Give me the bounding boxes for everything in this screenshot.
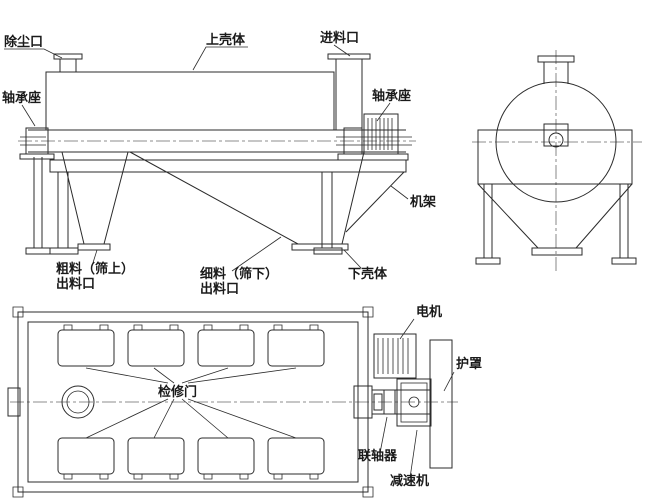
end-top-chute-walls [543, 62, 569, 84]
leader-fine-outlet [231, 236, 282, 272]
plan-outer-frame [17, 311, 369, 493]
leader-coarse-outlet [91, 249, 98, 267]
bearing-base-left [19, 153, 55, 160]
label-bearing-left: 轴承座 [2, 90, 41, 106]
motor-body-plan [373, 333, 417, 379]
left-frame-leg [57, 172, 69, 248]
inspection-door [57, 329, 115, 367]
inspection-door-leader-rays [85, 367, 297, 439]
plan-view [7, 306, 458, 498]
right-frame-leg [321, 172, 333, 248]
plan-left-bracket [7, 387, 21, 417]
label-upper-housing: 上壳体 [206, 32, 246, 48]
inspection-door [127, 329, 185, 367]
leader-dust-port [4, 48, 63, 59]
label-inspection-door: 检修门 [158, 384, 197, 400]
motor-fins-plan [377, 338, 409, 374]
door-hinge-tabs [63, 324, 319, 480]
end-view [472, 50, 642, 272]
leader-feed-inlet [333, 44, 351, 57]
label-feed-inlet: 进料口 [320, 30, 359, 46]
frame-diagonal-brace [345, 171, 405, 233]
label-lower-housing: 下壳体 [348, 266, 388, 282]
labels: 除尘口 上壳体 进料口 轴承座 轴承座 机架 粗料（筛上） 出料口 细料（筛下）… [2, 30, 482, 489]
plan-shaft-bearing [353, 385, 373, 419]
left-support-foot [25, 247, 51, 255]
inspection-door [267, 437, 325, 475]
plan-manhole-inner [66, 390, 90, 414]
lower-shell-hopper [129, 151, 365, 245]
label-guard: 护罩 [456, 356, 482, 372]
coupling-half-a [373, 393, 383, 411]
leader-coupling [379, 416, 388, 454]
shaft-lines [20, 136, 412, 146]
end-top-flange [537, 55, 575, 63]
label-bearing-right: 轴承座 [372, 88, 411, 104]
drive-motor-fins [367, 118, 393, 150]
leader-lower-housing [343, 249, 362, 269]
drive-motor-body [363, 113, 399, 155]
label-dust-port: 除尘口 [4, 34, 43, 50]
label-frame-rack: 机架 [410, 194, 436, 210]
upper-shell [45, 71, 335, 131]
inspection-door [197, 437, 255, 475]
leader-frame-rack [390, 185, 409, 200]
feed-chute-flange [327, 53, 371, 60]
left-support-post [33, 157, 43, 248]
end-left-foot [475, 257, 501, 265]
end-legs [483, 184, 629, 258]
coupling-half-b [383, 389, 396, 415]
leader-bearing-left [21, 104, 36, 127]
leader-bearing-right [376, 102, 391, 122]
drive-base-plate [337, 153, 409, 161]
end-housing-band [477, 129, 633, 185]
inspection-door [127, 437, 185, 475]
label-coupling: 联轴器 [358, 448, 398, 464]
coarse-hopper [61, 151, 129, 245]
inspection-door [57, 437, 115, 475]
label-fine-outlet-line2: 出料口 [200, 281, 239, 297]
reducer-inner [400, 382, 428, 423]
plan-inner-frame [27, 321, 359, 483]
frame-beam [49, 159, 407, 173]
end-hopper-walls [477, 183, 633, 249]
leader-guard [443, 371, 455, 392]
right-leg-foot [313, 247, 343, 255]
drum-circle [495, 81, 617, 203]
leader-reducer [409, 429, 418, 479]
guard-cover [429, 339, 453, 469]
plan-corner-pads [12, 306, 374, 498]
label-motor: 电机 [416, 304, 442, 320]
plan-manhole-outer [61, 385, 95, 419]
end-outlet-flange [531, 247, 583, 256]
reducer-shaft-end [408, 396, 420, 408]
reducer-body [396, 378, 432, 427]
fine-outlet-flange [291, 243, 349, 251]
inspection-door [267, 329, 325, 367]
leader-upper-housing [192, 46, 248, 71]
side-view [18, 53, 416, 255]
label-reducer: 减速机 [390, 473, 429, 489]
dust-port-stem [59, 58, 77, 73]
end-center-hub [543, 123, 569, 147]
inspection-door [197, 329, 255, 367]
leader-motor [399, 318, 415, 340]
label-coarse-outlet-line2: 出料口 [56, 276, 95, 292]
label-fine-outlet-line1: 细料（筛下） [200, 266, 278, 282]
end-right-foot [611, 257, 637, 265]
left-leg-foot [49, 247, 79, 255]
label-coarse-outlet-line1: 粗料（筛上） [56, 261, 134, 277]
coarse-outlet-flange [77, 243, 111, 251]
end-hub-shaft [548, 132, 564, 148]
